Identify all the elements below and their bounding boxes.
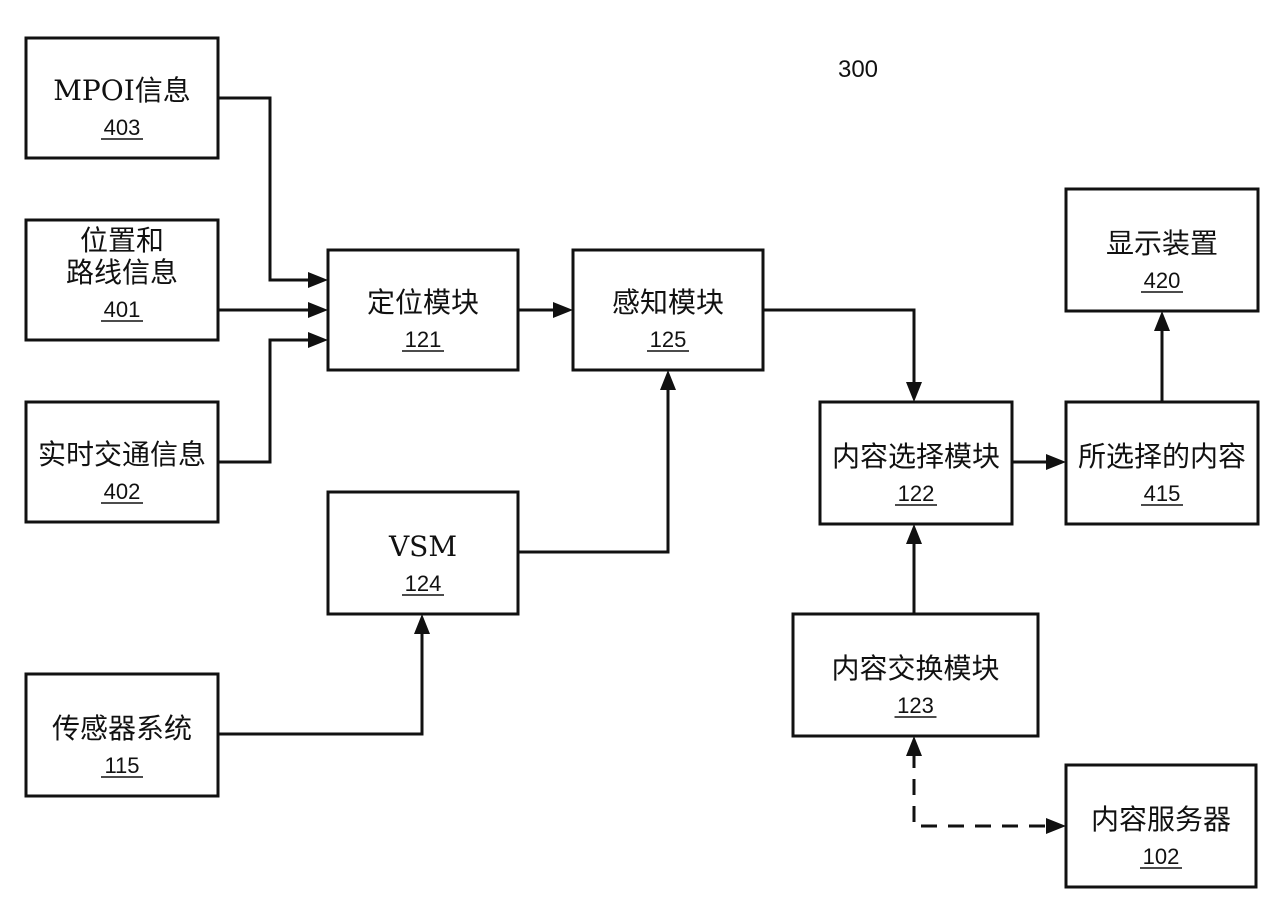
node-server-box — [1064, 763, 1258, 889]
node-locate-label: 定位模块 — [367, 286, 479, 319]
node-mpoi-label: MPOI信息 — [53, 74, 191, 107]
edge-select-to-chosen-arrowhead — [1046, 454, 1066, 470]
node-percept-box — [571, 248, 765, 372]
node-display-label: 显示装置 — [1106, 227, 1218, 260]
edge-sensor-to-vsm-line — [218, 630, 424, 736]
edge-traffic-to-locate — [218, 332, 328, 464]
edge-sensor-to-vsm — [218, 614, 430, 736]
figure-number: 300 — [838, 56, 878, 83]
node-sensor-number: 115 — [104, 753, 139, 778]
edge-mpoi-to-locate — [218, 96, 328, 288]
node-percept: 感知模块 125 — [571, 248, 765, 372]
edge-sensor-to-vsm-arrowhead — [414, 614, 430, 634]
node-route-number: 401 — [104, 297, 141, 322]
edge-exchange-to-server-line — [912, 752, 1050, 828]
node-route-box — [24, 218, 220, 342]
node-percept-label: 感知模块 — [612, 286, 724, 319]
node-chosen-box — [1064, 400, 1260, 526]
node-sensor-box — [24, 672, 220, 798]
node-exchange: 内容交换模块 123 — [791, 612, 1040, 738]
node-vsm: VSM 124 — [326, 490, 520, 616]
edge-mpoi-to-locate-line — [218, 96, 312, 282]
edge-percept-to-select — [763, 308, 922, 402]
node-server-label: 内容服务器 — [1091, 803, 1231, 836]
node-chosen-number: 415 — [1144, 481, 1181, 506]
node-traffic-label: 实时交通信息 — [38, 438, 206, 471]
node-chosen: 所选择的内容 415 — [1064, 400, 1260, 526]
node-display-box — [1064, 187, 1260, 313]
node-mpoi: MPOI信息 403 — [24, 36, 220, 160]
node-traffic: 实时交通信息 402 — [24, 400, 220, 524]
node-traffic-box — [24, 400, 220, 524]
node-mpoi-box — [24, 36, 220, 160]
node-mpoi-number: 403 — [104, 115, 141, 140]
node-select: 内容选择模块 122 — [818, 400, 1014, 526]
edge-vsm-to-percept-arrowhead — [660, 370, 676, 390]
node-sensor: 传感器系统 115 — [24, 672, 220, 798]
node-display-number: 420 — [1144, 268, 1181, 293]
node-select-number: 122 — [898, 481, 935, 506]
edge-route-to-locate — [218, 302, 328, 318]
node-vsm-label: VSM — [388, 530, 457, 563]
node-chosen-label: 所选择的内容 — [1078, 440, 1246, 473]
edge-chosen-to-display-arrowhead — [1154, 311, 1170, 331]
node-route-label: 位置和 — [80, 224, 164, 257]
edge-traffic-to-locate-line — [218, 338, 312, 464]
node-server-number: 102 — [1143, 844, 1180, 869]
edge-exchange-to-select — [906, 524, 922, 614]
node-locate-box — [326, 248, 520, 372]
edge-select-to-chosen — [1012, 454, 1066, 470]
edge-vsm-to-percept-line — [518, 386, 670, 554]
node-exchange-box — [791, 612, 1040, 738]
edge-exchange-to-server — [906, 736, 1066, 834]
edge-chosen-to-display — [1154, 311, 1170, 402]
node-percept-number: 125 — [650, 327, 687, 352]
node-exchange-number: 123 — [897, 693, 934, 718]
edge-traffic-to-locate-arrowhead — [308, 332, 328, 348]
node-locate-number: 121 — [405, 327, 442, 352]
node-traffic-number: 402 — [104, 479, 141, 504]
edge-mpoi-to-locate-arrowhead — [308, 272, 328, 288]
node-route-label: 路线信息 — [66, 256, 178, 289]
node-locate: 定位模块 121 — [326, 248, 520, 372]
edge-vsm-to-percept — [518, 370, 676, 554]
edge-route-to-locate-arrowhead — [308, 302, 328, 318]
node-exchange-label: 内容交换模块 — [831, 652, 999, 685]
edge-percept-to-select-arrowhead — [906, 382, 922, 402]
edge-exchange-to-select-arrowhead — [906, 524, 922, 544]
edges-layer — [218, 96, 1170, 834]
node-sensor-label: 传感器系统 — [52, 712, 192, 745]
node-vsm-box — [326, 490, 520, 616]
node-select-label: 内容选择模块 — [832, 440, 1000, 473]
node-server: 内容服务器 102 — [1064, 763, 1258, 889]
node-select-box — [818, 400, 1014, 526]
edge-percept-to-select-line — [763, 308, 916, 386]
node-display: 显示装置 420 — [1064, 187, 1260, 313]
node-vsm-number: 124 — [405, 571, 442, 596]
edge-exchange-to-server-arrowhead — [1046, 818, 1066, 834]
edge-locate-to-percept — [518, 302, 573, 318]
edge-locate-to-percept-arrowhead — [553, 302, 573, 318]
edge-exchange-to-server-arrowhead-start — [906, 736, 922, 756]
